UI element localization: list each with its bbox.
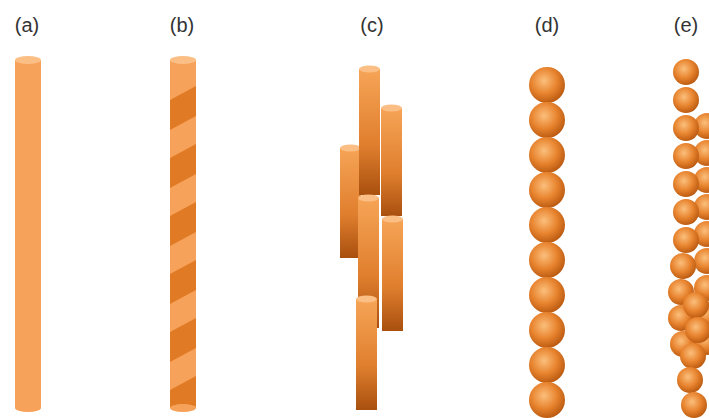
- panel-label: (a): [15, 14, 39, 36]
- panel-label: (b): [170, 14, 194, 36]
- panel-label: (c): [360, 14, 383, 36]
- rod-bundle-c: [340, 66, 403, 411]
- sphere-chain-d: [529, 67, 565, 418]
- panel-label: (d): [535, 14, 559, 36]
- sphere-cluster-e: [668, 59, 709, 418]
- rod-b: [170, 56, 196, 418]
- panel-label: (e): [674, 14, 698, 36]
- rod-a: [15, 56, 41, 412]
